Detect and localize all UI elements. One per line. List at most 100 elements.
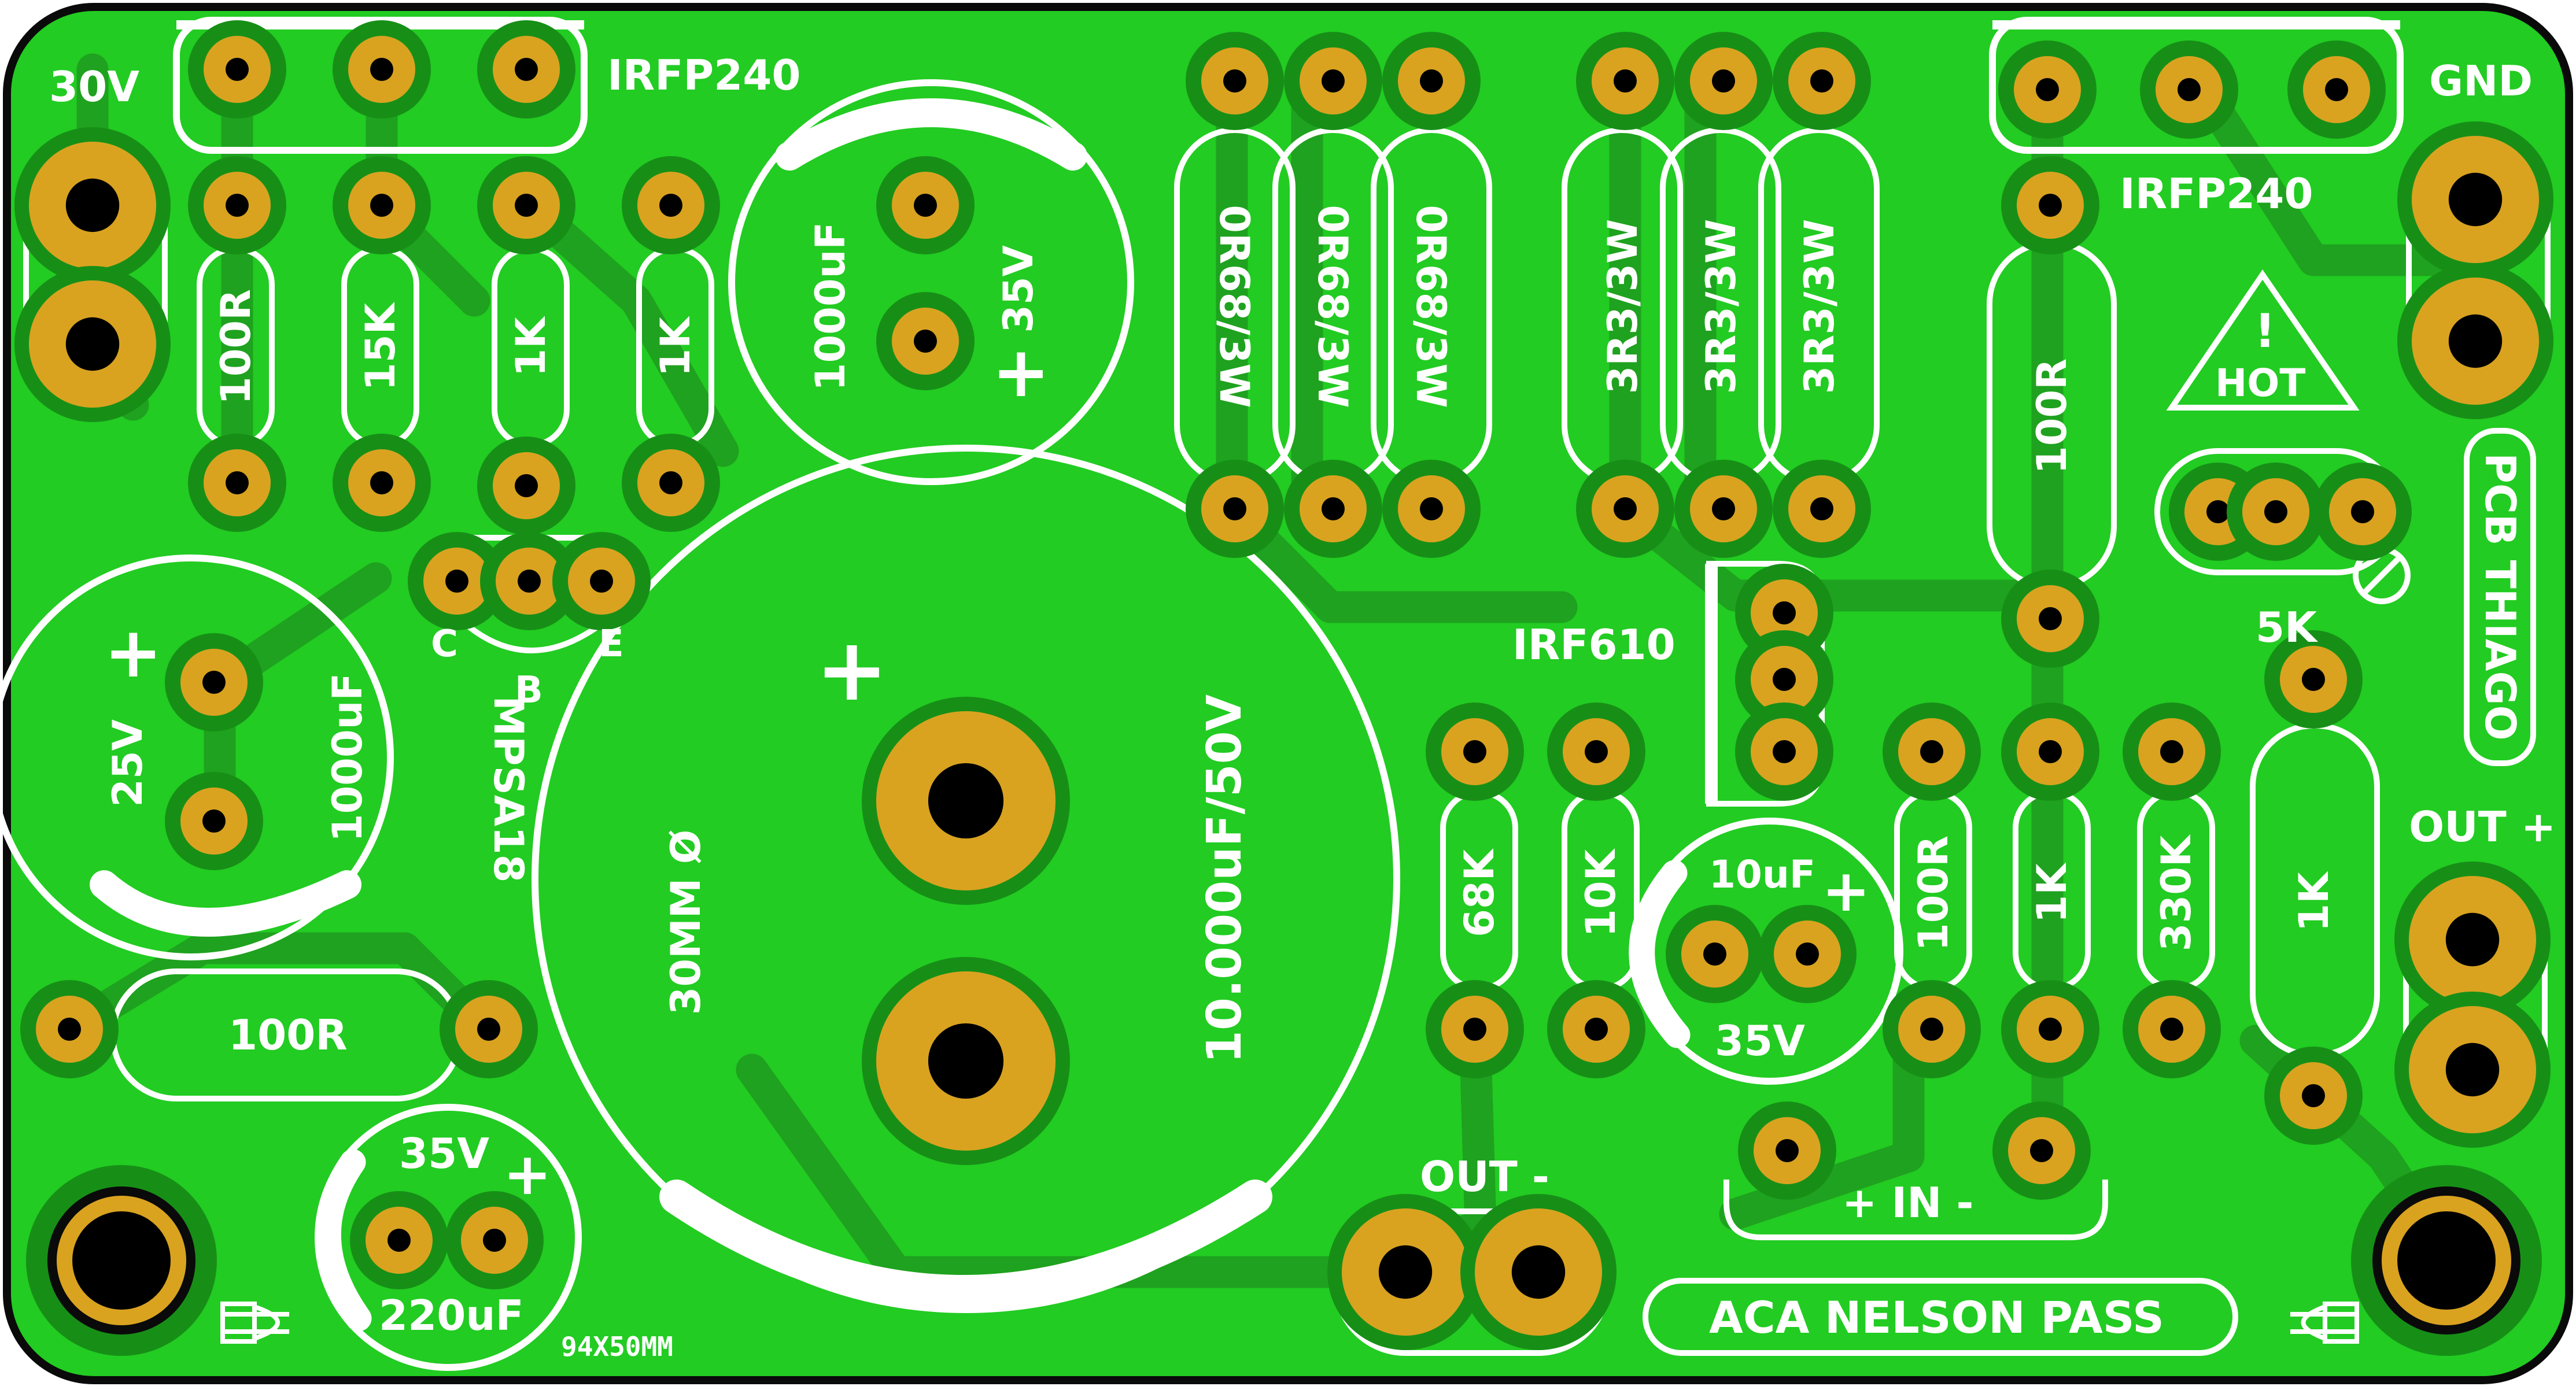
pad-drill-large xyxy=(2445,912,2500,967)
label-title: ACA NELSON PASS xyxy=(1709,1292,2164,1343)
pad-drill xyxy=(659,194,682,217)
pad-drill xyxy=(2206,500,2230,523)
label-pcb-credit: PCB THIAGO xyxy=(2476,453,2525,741)
label-irfp240-left: IRFP240 xyxy=(607,51,800,99)
cap-1000uf-left-outline xyxy=(0,554,394,960)
label-30mm: 30MM Ø xyxy=(662,830,710,1015)
screw-icon-left xyxy=(220,1302,289,1344)
pad-drill xyxy=(2302,1084,2325,1107)
pad-drill xyxy=(914,330,937,353)
mpsa18-arc xyxy=(460,619,607,653)
label-35v-mid: 35V xyxy=(1715,1016,1805,1065)
mounting-hole xyxy=(2397,1211,2496,1310)
pad-drill xyxy=(1920,740,1943,763)
pad-drill xyxy=(477,1018,500,1041)
pad-drill-large xyxy=(65,317,120,371)
label-e-pin: E xyxy=(599,623,624,666)
pad-drill-large xyxy=(2448,314,2503,368)
pad-drill xyxy=(483,1229,506,1252)
pad-drill xyxy=(1773,740,1796,763)
pad-drill xyxy=(1463,1018,1486,1041)
pad-drill xyxy=(1614,69,1637,93)
pad-drill xyxy=(659,471,682,494)
label-gnd: GND xyxy=(2429,57,2533,105)
label-100r-mid: 100R xyxy=(1910,836,1957,951)
pcb-credit-box xyxy=(2464,428,2536,766)
pad-drill xyxy=(515,474,538,497)
pads-small xyxy=(20,20,2412,1289)
pad-drill xyxy=(2036,78,2059,101)
pad-drill xyxy=(2325,78,2348,101)
label-out-minus: OUT - xyxy=(1420,1152,1549,1201)
pad-drill xyxy=(2351,500,2374,523)
pad-drill xyxy=(1920,1018,1943,1041)
label-1k-c: 1K xyxy=(2028,862,2076,923)
input-bracket xyxy=(1724,1180,2108,1240)
pad-drill-large xyxy=(1378,1245,1433,1299)
pad-drill-large xyxy=(928,1023,1004,1099)
pad-drill xyxy=(202,671,226,694)
pad-drill xyxy=(2030,1139,2053,1162)
label-3r3-3: 3R3/3W xyxy=(1796,219,1843,394)
pad-drill xyxy=(1712,497,1735,520)
pad-drill xyxy=(1223,69,1246,93)
pad-drill xyxy=(226,58,249,81)
pad-drill xyxy=(1810,497,1833,520)
pad-drill xyxy=(1463,740,1486,763)
pad-drill xyxy=(590,570,613,593)
plus-cap-left: + xyxy=(104,613,163,693)
pad-drill-large xyxy=(928,763,1004,839)
mounting-hole xyxy=(72,1211,171,1310)
irf610-tab xyxy=(1705,564,1718,804)
pad-drill xyxy=(1223,497,1246,520)
pad-drill-large xyxy=(2445,1042,2500,1097)
label-0r68-3: 0R68/3W xyxy=(1407,205,1455,408)
label-35v-top: 35V xyxy=(995,245,1042,333)
pad-drill-large xyxy=(65,178,120,232)
pad-drill xyxy=(1420,497,1443,520)
cap-1000uf-top-outline xyxy=(728,79,1134,485)
label-10k: 10K xyxy=(1577,848,1625,937)
title-box xyxy=(1643,1278,2238,1356)
label-irf610: IRF610 xyxy=(1512,620,1675,669)
pad-drill xyxy=(515,58,538,81)
label-15k: 15K xyxy=(357,301,404,390)
pad-drill xyxy=(1420,69,1443,93)
plus-cap-10uf: + xyxy=(1822,857,1870,925)
hot-warning-triangle xyxy=(2166,269,2360,411)
label-10000uf: 10.000uF/50V xyxy=(1197,694,1252,1063)
pad-drill xyxy=(2039,740,2062,763)
label-5k: 5K xyxy=(2256,603,2318,652)
label-3r3-1: 3R3/3W xyxy=(1599,219,1647,394)
label-220uf: 220uF xyxy=(379,1291,524,1340)
label-1k-d: 1K xyxy=(2290,871,2338,932)
pad-drill xyxy=(2039,194,2062,217)
pad-drill xyxy=(1585,740,1608,763)
label-100r-bottom: 100R xyxy=(228,1011,348,1059)
label-c-pin: C xyxy=(431,623,458,666)
label-100r-right: 100R xyxy=(2028,358,2076,474)
label-330k: 330K xyxy=(2153,834,2200,951)
label-100r-a: 100R xyxy=(212,289,260,405)
plus-cap-10000: + xyxy=(815,620,888,720)
pad-drill xyxy=(387,1229,411,1252)
label-out-plus: OUT + xyxy=(2409,803,2556,851)
pad-drill-large xyxy=(1511,1245,1566,1299)
pad-drill xyxy=(1322,69,1345,93)
pad-drill xyxy=(1776,1139,1799,1162)
pad-drill xyxy=(1703,942,1726,966)
pad-drill xyxy=(1796,942,1819,966)
label-1000uf-left: 1000uF xyxy=(324,673,371,842)
label-35v-bottom: 35V xyxy=(399,1129,489,1178)
pad-drill xyxy=(2039,1018,2062,1041)
pad-drill xyxy=(515,194,538,217)
pad-drill xyxy=(370,194,393,217)
pad-drill xyxy=(914,194,937,217)
pad-drill-large xyxy=(2448,172,2503,227)
pad-drill xyxy=(58,1018,81,1041)
plus-cap-top: + xyxy=(992,332,1050,413)
pad-drill xyxy=(1585,1018,1608,1041)
screw-icon-right xyxy=(2290,1302,2359,1344)
